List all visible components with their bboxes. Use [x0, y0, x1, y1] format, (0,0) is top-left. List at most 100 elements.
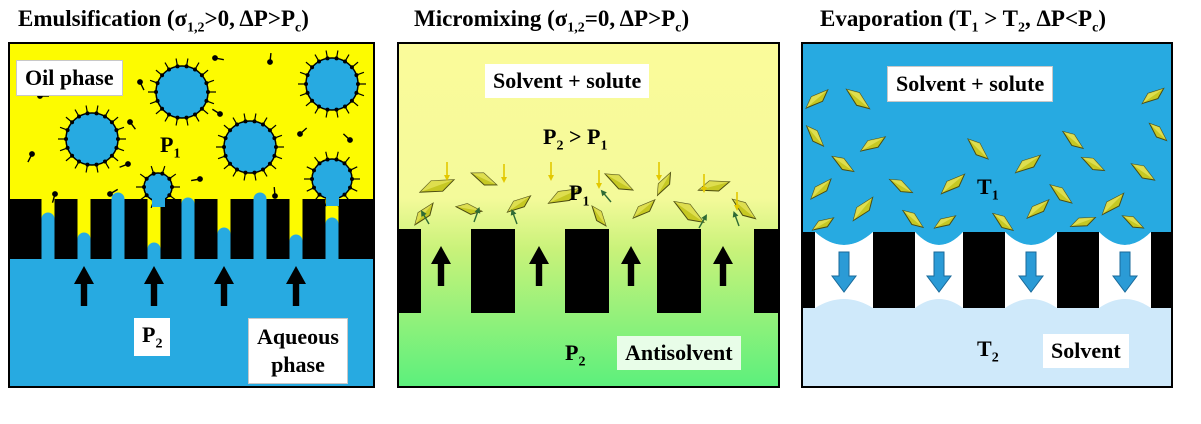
crystal: [933, 215, 957, 229]
p1-label: P1: [160, 132, 181, 162]
droplet-neck: [326, 184, 339, 206]
antisolvent-flow-arrow: [473, 206, 481, 223]
pressure-arrows: [74, 266, 306, 306]
membrane-block: [399, 229, 421, 313]
vapor-arrows: [831, 251, 1138, 293]
pressure-up-arrow: [214, 266, 234, 306]
crystal: [506, 195, 532, 213]
pressure-up-arrow: [431, 246, 451, 286]
antisolvent-flow-arrow: [732, 210, 740, 227]
crystal: [1101, 192, 1125, 216]
vapor-down-arrow: [1112, 251, 1138, 293]
crystal: [1026, 199, 1050, 219]
solvent-inflow-arrow: [444, 162, 450, 181]
pressure-up-arrow: [286, 266, 306, 306]
droplet: [298, 50, 366, 118]
membrane-block: [471, 229, 515, 313]
crystal: [731, 198, 757, 220]
membrane: [803, 232, 1171, 308]
antisolvent-label: Antisolvent: [617, 336, 741, 370]
crystal: [1014, 154, 1042, 174]
crystal: [673, 200, 705, 224]
antisolvent-flow-arrow: [600, 189, 612, 203]
pore-aqueous-column: [41, 219, 55, 261]
free-surfactants: [27, 52, 353, 203]
surfactant-molecule: [119, 161, 131, 168]
pressure-arrows: [431, 246, 733, 286]
solvent-inflow-arrow: [596, 170, 602, 189]
emulsion-droplets: [58, 50, 366, 209]
pore-meniscus: [41, 212, 55, 226]
crystals: [414, 162, 757, 229]
vapor-down-arrow: [1018, 251, 1044, 293]
crystal: [603, 173, 635, 191]
pore-aqueous-column: [325, 224, 339, 261]
crystal: [418, 179, 456, 193]
crystal: [991, 212, 1015, 232]
pore-aqueous-column: [111, 199, 125, 261]
t1-label: T1: [977, 174, 999, 204]
pore-meniscus: [111, 192, 125, 206]
pore-meniscus: [217, 227, 231, 241]
crystals: [805, 87, 1168, 232]
solvent-inflow-arrow: [548, 162, 554, 181]
vapor-down-arrow: [926, 251, 952, 293]
crystal: [831, 155, 855, 173]
panel-micromixing: Solvent + solute P2 > P1 P1 P2 Antisolve…: [397, 42, 780, 388]
pressure-up-arrow: [144, 266, 164, 306]
membrane-block: [963, 232, 1005, 308]
surfactant-molecule: [272, 186, 278, 199]
pressure-up-arrow: [74, 266, 94, 306]
surfactant-molecule: [212, 55, 224, 61]
panel-evaporation: Solvent + solute T1 T2 Solvent: [801, 42, 1173, 388]
surfactant-molecule: [27, 151, 35, 163]
pore-meniscus: [289, 234, 303, 248]
surfactant-molecule: [191, 176, 203, 182]
crystal: [591, 205, 607, 227]
pressure-up-arrow: [713, 246, 733, 286]
crystal: [805, 89, 829, 109]
solvent-solute-label: Solvent + solute: [887, 66, 1054, 102]
crystal: [1069, 217, 1097, 227]
crystal: [1121, 215, 1145, 229]
crystal: [1141, 87, 1165, 105]
crystal: [805, 125, 825, 147]
surfactant-molecule: [211, 108, 223, 117]
membrane-block: [754, 229, 778, 313]
crystal: [811, 217, 835, 231]
pore-aqueous-column: [181, 204, 195, 261]
crystal: [547, 188, 581, 204]
pore-aqueous-column: [217, 234, 231, 261]
surfactant-molecule: [51, 191, 58, 203]
crystal: [859, 136, 887, 152]
crystal: [845, 88, 871, 110]
vapor-down-arrow: [831, 251, 857, 293]
crystal: [656, 171, 672, 197]
crystal: [852, 196, 874, 222]
surfactant-molecule: [267, 52, 273, 65]
pressure-relation-label: P2 > P1: [543, 124, 608, 154]
crystal: [888, 178, 914, 194]
crystal: [1061, 130, 1085, 150]
solvent-solute-label: Solvent + solute: [485, 64, 650, 98]
title-emulsification: Emulsification (σ1,2>0, ΔP>Pc): [18, 6, 309, 36]
crystal: [1080, 156, 1106, 172]
p2-label: P2: [134, 318, 171, 357]
pressure-up-arrow: [621, 246, 641, 286]
droplet: [216, 113, 284, 181]
oil-phase-label: Oil phase: [16, 60, 123, 96]
droplet: [148, 58, 216, 126]
membrane-block: [1151, 232, 1171, 308]
surfactant-molecule: [127, 119, 136, 130]
droplet: [58, 105, 126, 173]
crystal: [967, 138, 989, 160]
solvent-label: Solvent: [1043, 334, 1129, 368]
pressure-up-arrow: [529, 246, 549, 286]
crystal: [901, 209, 925, 229]
panel-emulsification: Oil phase P1 P2 Aqueous phase: [8, 42, 375, 388]
antisolvent-flow-arrow: [698, 214, 707, 229]
p1-label: P1: [569, 180, 590, 210]
crystal: [1049, 184, 1073, 204]
membrane-block: [873, 232, 915, 308]
crystal: [1130, 163, 1156, 181]
